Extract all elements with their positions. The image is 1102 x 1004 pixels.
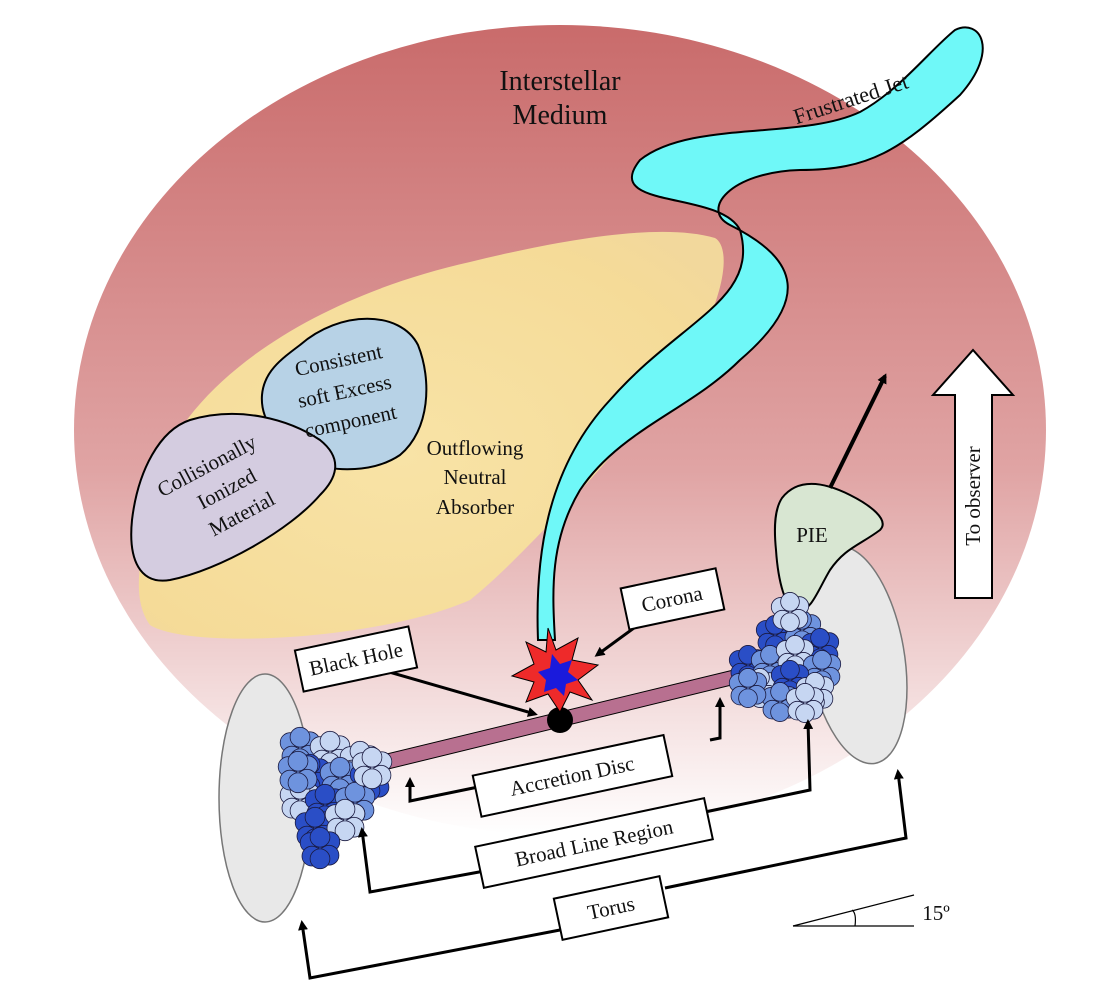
pie-outflow-arrow xyxy=(828,373,887,489)
corona-burst xyxy=(510,627,600,713)
accretion-disc-label-box xyxy=(471,733,674,818)
collisionally-ionized-material-region xyxy=(130,412,337,582)
observer-arrow xyxy=(930,348,1016,599)
corona-label-box xyxy=(619,567,726,631)
blr-clouds-right xyxy=(728,592,842,723)
outflowing-neutral-absorber-region xyxy=(138,231,724,639)
blr-label-box xyxy=(474,796,714,890)
cloud-clump xyxy=(351,746,393,790)
pie-label: PIE xyxy=(796,523,828,547)
blr-bracket xyxy=(357,719,814,894)
accretion-disc-bracket xyxy=(405,697,725,803)
absorber-label-line1: Outflowing xyxy=(427,436,524,460)
black-hole-label-box xyxy=(293,625,419,693)
black-hole-dot xyxy=(547,707,573,733)
cloud-clump xyxy=(728,668,768,708)
ism-label-line2: Medium xyxy=(513,100,608,131)
cloud-clump xyxy=(277,750,319,794)
black-hole-pointer xyxy=(374,666,538,717)
ism-label-line1: Interstellar xyxy=(499,66,621,97)
cloud-clump xyxy=(770,592,810,632)
cloud-clump xyxy=(324,798,366,842)
angle-label: 15º xyxy=(922,901,950,925)
frustrated-jet xyxy=(536,26,984,641)
torus-bracket xyxy=(298,769,908,980)
pie-region xyxy=(773,483,884,614)
absorber-label-line2: Neutral xyxy=(444,465,507,489)
angle-indicator xyxy=(792,894,915,927)
absorber-label-line3: Absorber xyxy=(436,495,514,519)
torus-label-box xyxy=(552,875,670,941)
observer-label: To observer xyxy=(961,446,985,545)
cloud-clump xyxy=(785,683,825,723)
cloud-clump xyxy=(299,826,341,870)
blr-clouds-left xyxy=(277,726,393,870)
